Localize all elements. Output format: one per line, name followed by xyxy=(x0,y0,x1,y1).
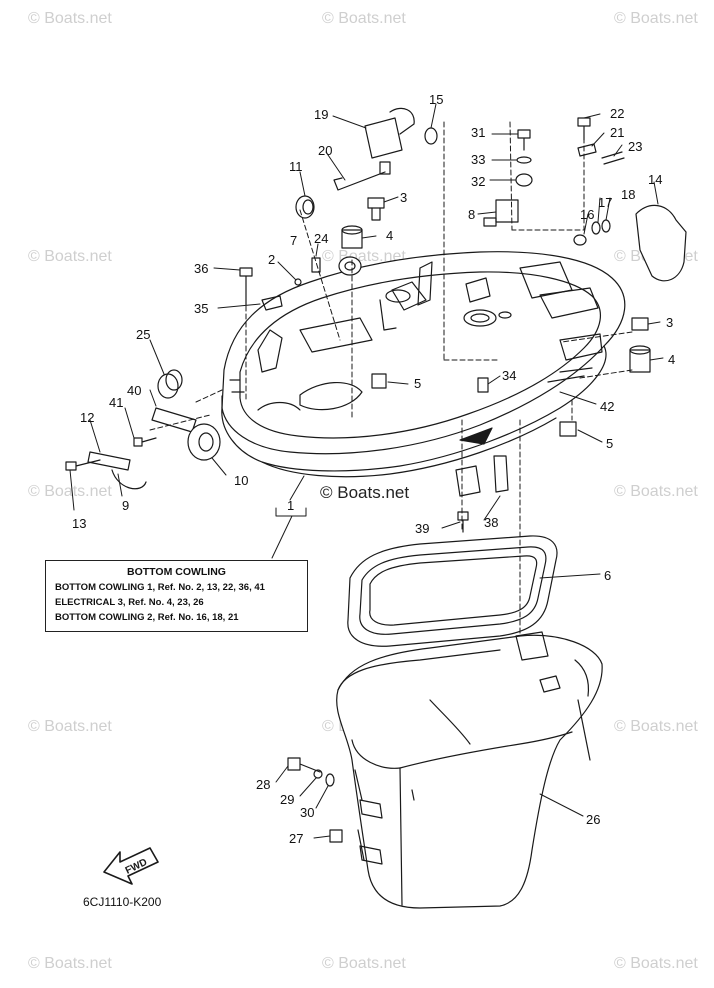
callout-9: 9 xyxy=(122,498,130,513)
callout-2: 2 xyxy=(268,252,276,267)
callout-10: 10 xyxy=(234,473,249,488)
callout-40: 40 xyxy=(127,383,142,398)
callout-39: 39 xyxy=(415,521,430,536)
watermark: © Boats.net xyxy=(28,718,112,735)
callout-41: 41 xyxy=(109,395,124,410)
callout-23: 23 xyxy=(628,139,643,154)
callout-7: 7 xyxy=(290,233,298,248)
callout-31: 31 xyxy=(471,125,486,140)
watermark: © Boats.net xyxy=(28,483,112,500)
callout-3-right: 3 xyxy=(666,315,674,330)
callout-15: 15 xyxy=(429,92,444,107)
watermark: © Boats.net xyxy=(28,248,112,265)
callout-8: 8 xyxy=(468,207,476,222)
reference-line: BOTTOM COWLING 2, Ref. No. 16, 18, 21 xyxy=(55,612,239,623)
watermark: © Boats.net xyxy=(28,10,112,27)
watermark: © Boats.net xyxy=(322,955,406,972)
callout-25: 25 xyxy=(136,327,151,342)
callout-24: 24 xyxy=(314,231,329,246)
callout-17: 17 xyxy=(598,195,613,210)
reference-box: BOTTOM COWLING BOTTOM COWLING 1, Ref. No… xyxy=(45,560,308,632)
callout-30: 30 xyxy=(300,805,315,820)
callout-28: 28 xyxy=(256,777,271,792)
diagram-code: 6CJ1110-K200 xyxy=(83,895,162,909)
callout-5: 5 xyxy=(414,376,422,391)
reference-line: BOTTOM COWLING 1, Ref. No. 2, 13, 22, 36… xyxy=(55,582,265,593)
callout-29: 29 xyxy=(280,792,295,807)
watermark: © Boats.net xyxy=(322,10,406,27)
callout-22: 22 xyxy=(610,106,625,121)
small-parts xyxy=(65,107,687,843)
reference-box-title: BOTTOM COWLING xyxy=(127,566,226,578)
lower-cover xyxy=(336,631,603,909)
callout-20: 20 xyxy=(318,143,333,158)
callout-3: 3 xyxy=(400,190,408,205)
callout-12: 12 xyxy=(80,410,95,425)
callout-14: 14 xyxy=(648,172,663,187)
callout-42: 42 xyxy=(600,399,615,414)
fwd-arrow-icon xyxy=(103,847,159,885)
callout-26: 26 xyxy=(586,812,601,827)
callout-35: 35 xyxy=(194,301,209,316)
callout-4-right: 4 xyxy=(668,352,676,367)
callout-16: 16 xyxy=(580,207,595,222)
reference-line: ELECTRICAL 3, Ref. No. 4, 23, 26 xyxy=(55,597,204,608)
center-watermark: © Boats.net xyxy=(320,483,410,502)
callout-6: 6 xyxy=(604,568,612,583)
watermark: © Boats.net xyxy=(614,10,698,27)
watermark: © Boats.net xyxy=(614,955,698,972)
watermark: © Boats.net xyxy=(28,955,112,972)
callout-13: 13 xyxy=(72,516,87,531)
callout-4: 4 xyxy=(386,228,394,243)
callout-32: 32 xyxy=(471,174,486,189)
callout-38: 38 xyxy=(484,515,499,530)
callout-34: 34 xyxy=(502,368,517,383)
watermark: © Boats.net xyxy=(614,483,698,500)
callout-36: 36 xyxy=(194,261,209,276)
leader-lines xyxy=(69,103,664,839)
callout-11: 11 xyxy=(289,159,303,174)
watermark: © Boats.net xyxy=(614,718,698,735)
gasket xyxy=(347,535,558,647)
callout-18: 18 xyxy=(621,187,636,202)
callout-5-right: 5 xyxy=(606,436,614,451)
callout-19: 19 xyxy=(314,107,329,122)
bottom-cowling-pan xyxy=(221,251,626,478)
callout-27: 27 xyxy=(289,831,304,846)
callout-21: 21 xyxy=(610,125,625,140)
callout-33: 33 xyxy=(471,152,486,167)
callout-1: 1 xyxy=(287,498,295,513)
